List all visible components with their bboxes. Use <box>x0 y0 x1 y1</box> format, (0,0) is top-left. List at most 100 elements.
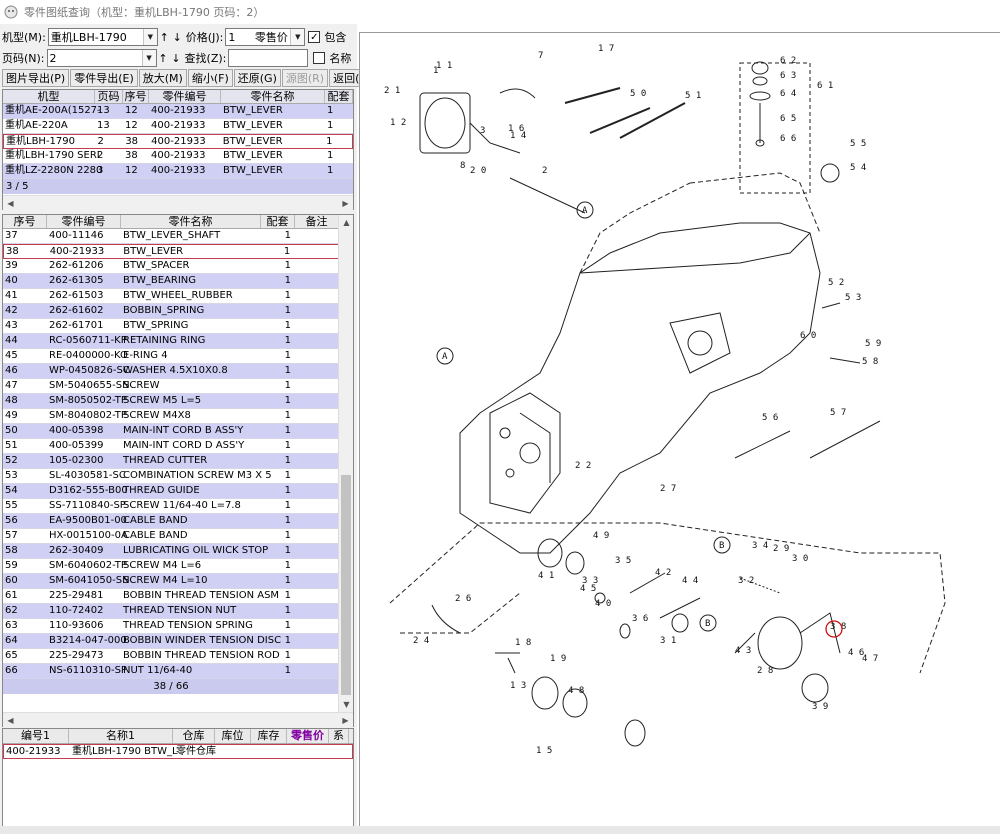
callout-number[interactable]: 4 8 <box>568 686 584 696</box>
arrow-up-icon[interactable]: ↑ <box>158 51 168 65</box>
scroll-left-icon[interactable]: ◀ <box>7 199 14 208</box>
callout-number[interactable]: 2 9 <box>773 544 789 554</box>
callout-number[interactable]: 1 6 <box>508 124 524 134</box>
column-header[interactable]: 库存 <box>251 729 287 743</box>
callout-number[interactable]: 3 8 <box>830 622 846 632</box>
callout-number[interactable]: 5 2 <box>828 278 844 288</box>
callout-number[interactable]: 3 6 <box>632 614 648 624</box>
column-header[interactable]: 页码 <box>95 90 123 103</box>
export-parts-button[interactable]: 零件导出(E) <box>70 69 138 87</box>
callout-number[interactable]: 6 3 <box>780 71 796 81</box>
callout-number[interactable]: 1 3 <box>510 681 526 691</box>
callout-number[interactable]: 4 3 <box>735 646 751 656</box>
callout-number[interactable]: 4 1 <box>538 571 554 581</box>
callout-number[interactable]: 5 8 <box>862 357 878 367</box>
include-checkbox[interactable]: ✓ <box>308 31 321 43</box>
callout-number[interactable]: 2 8 <box>757 666 773 676</box>
callout-number[interactable]: 4 2 <box>655 568 671 578</box>
callout-number[interactable]: 3 0 <box>792 554 808 564</box>
callout-number[interactable]: 4 9 <box>593 531 609 541</box>
callout-number[interactable]: 4 7 <box>862 654 878 664</box>
price-select[interactable]: 1 零售价 ▼ <box>225 28 306 46</box>
callout-number[interactable]: 3 2 <box>738 576 754 586</box>
callout-number[interactable]: 5 0 <box>630 89 646 99</box>
callout-number[interactable]: 4 6 <box>848 648 864 658</box>
column-header[interactable]: 系 <box>329 729 349 743</box>
scroll-right-icon[interactable]: ▶ <box>342 199 349 208</box>
callout-number[interactable]: 5 6 <box>762 413 778 423</box>
column-header[interactable]: 零售价 <box>287 729 329 743</box>
column-header[interactable]: 备注 <box>295 215 339 228</box>
callout-number[interactable]: 1 8 <box>515 638 531 648</box>
chevron-down-icon[interactable]: ▼ <box>142 29 157 45</box>
callout-number[interactable]: 5 9 <box>865 339 881 349</box>
chevron-down-icon[interactable]: ▼ <box>290 29 305 45</box>
scroll-left-icon[interactable]: ◀ <box>7 716 14 725</box>
callout-number[interactable]: 8 <box>460 161 465 171</box>
callout-number[interactable]: 5 3 <box>845 293 861 303</box>
callout-number[interactable]: 2 <box>542 166 547 176</box>
callout-number[interactable]: 5 7 <box>830 408 846 418</box>
zoom-in-button[interactable]: 放大(M) <box>138 69 187 87</box>
callout-number[interactable]: 6 2 <box>780 56 796 66</box>
find-input[interactable] <box>228 49 309 67</box>
callout-number[interactable]: 4 0 <box>595 599 611 609</box>
column-header[interactable]: 配套 <box>261 215 295 228</box>
scroll-up-icon[interactable]: ▲ <box>343 218 350 227</box>
callout-number[interactable]: 6 5 <box>780 114 796 124</box>
source-image-button[interactable]: 源图(R) <box>281 69 329 87</box>
arrow-up-icon[interactable]: ↑ <box>159 30 169 44</box>
callout-number[interactable]: 6 4 <box>780 89 796 99</box>
callout-number[interactable]: 1 9 <box>550 654 566 664</box>
export-image-button[interactable]: 图片导出(P) <box>2 69 70 87</box>
column-header[interactable]: 零件名称 <box>121 215 261 228</box>
column-header[interactable]: 配套 <box>325 90 353 103</box>
callout-number[interactable]: 2 1 <box>384 86 400 96</box>
column-header[interactable]: 序号 <box>123 90 149 103</box>
callout-number[interactable]: 1 4 <box>510 131 526 141</box>
callout-number[interactable]: 3 4 <box>752 541 768 551</box>
column-header[interactable]: 仓库 <box>173 729 215 743</box>
scroll-down-icon[interactable]: ▼ <box>343 700 350 709</box>
callout-number[interactable]: 3 <box>480 126 485 136</box>
callout-number[interactable]: 5 5 <box>850 139 866 149</box>
callout-number[interactable]: 2 4 <box>413 636 429 646</box>
callout-number[interactable]: 2 7 <box>660 484 676 494</box>
callout-number[interactable]: 2 0 <box>470 166 486 176</box>
callout-number[interactable]: 3 9 <box>812 702 828 712</box>
callout-number[interactable]: 6 1 <box>817 81 833 91</box>
callout-number[interactable]: 7 <box>538 51 543 61</box>
horizontal-scrollbar[interactable]: ◀ ▶ <box>3 712 353 727</box>
arrow-down-icon[interactable]: ↓ <box>171 51 181 65</box>
model-select[interactable]: 重机LBH-1790 ▼ <box>47 28 158 46</box>
column-header[interactable]: 库位 <box>215 729 251 743</box>
name-checkbox[interactable] <box>313 52 326 64</box>
